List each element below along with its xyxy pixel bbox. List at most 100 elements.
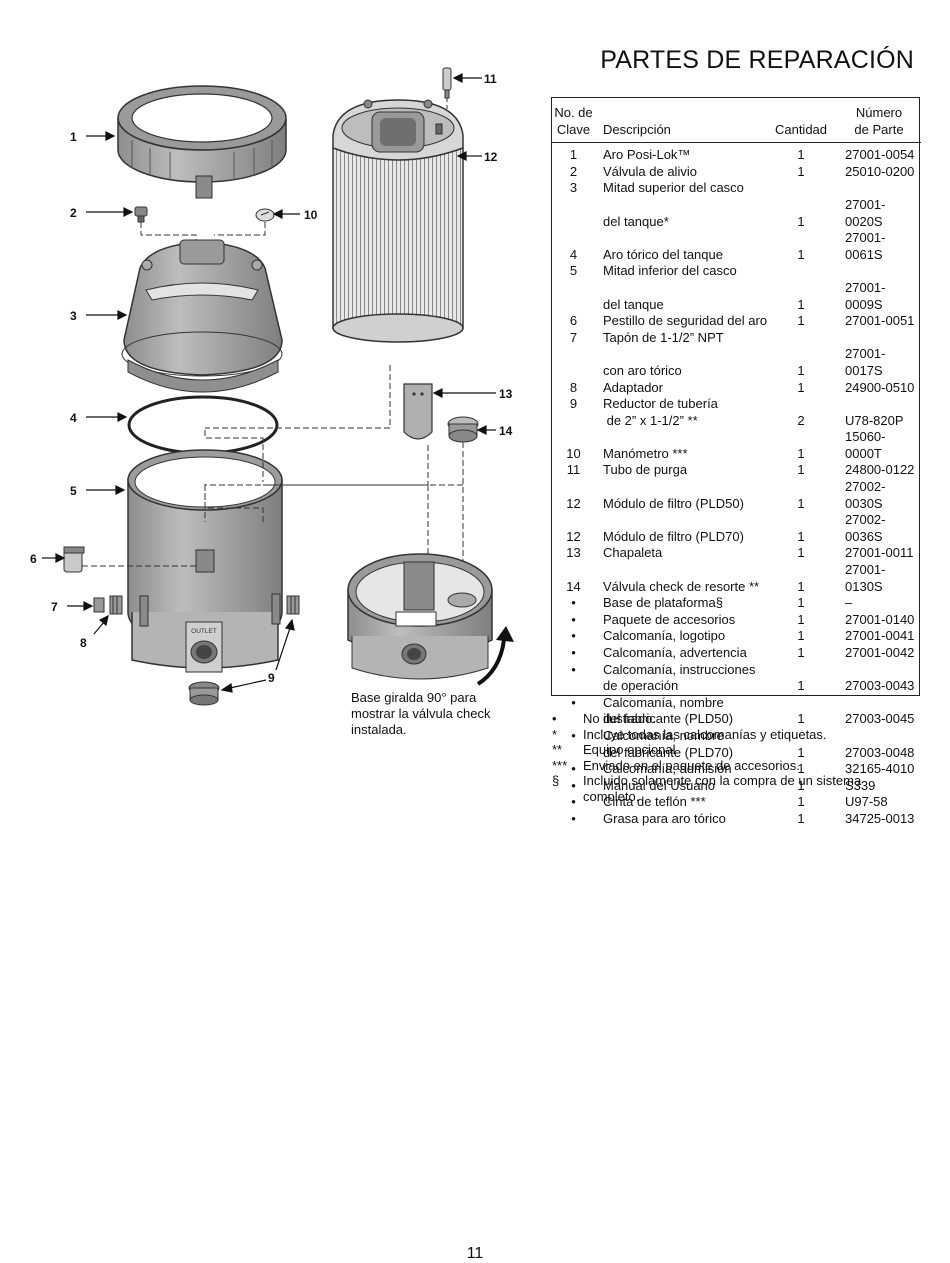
cell-qty: 1 bbox=[797, 528, 805, 544]
lower-tank-half-part: OUTLET bbox=[127, 449, 283, 673]
callout-1: 1 bbox=[70, 130, 77, 144]
cell-qty: 2 bbox=[797, 412, 805, 428]
posi-lok-ring-part bbox=[117, 85, 287, 199]
cell-key: 13 bbox=[566, 545, 581, 561]
cell-key: • bbox=[571, 777, 576, 793]
cell-key: • bbox=[571, 727, 576, 743]
cell-part bbox=[837, 662, 921, 679]
outlet-label: OUTLET bbox=[191, 628, 217, 635]
flapper-part bbox=[403, 383, 433, 440]
cell-desc: del tanque* bbox=[603, 213, 669, 229]
table-row: •Calcomanía, instrucciones bbox=[552, 662, 921, 679]
cell-part: – bbox=[845, 595, 853, 611]
callout-13: 13 bbox=[499, 387, 513, 401]
cell-qty: 1 bbox=[797, 147, 805, 163]
cell-part: 27001-0140 bbox=[845, 611, 915, 627]
cell-qty: 1 bbox=[797, 246, 805, 262]
cell-part bbox=[837, 396, 921, 413]
cell-key bbox=[552, 678, 595, 695]
cell-qty: 1 bbox=[797, 678, 805, 694]
table-row: de operación 1 27003-0043 bbox=[552, 678, 921, 695]
cell-desc: Cinta de teflón *** bbox=[603, 794, 706, 810]
callout-11: 11 bbox=[484, 72, 497, 86]
footnotes: •No ilustrado. *Incluye todas las calcom… bbox=[552, 711, 912, 805]
callout-14: 14 bbox=[499, 424, 513, 438]
cell-desc: Calcomanía, advertencia bbox=[603, 645, 747, 660]
page-number: 11 bbox=[466, 1245, 484, 1262]
callout-6: 6 bbox=[30, 552, 37, 566]
cell-part bbox=[837, 330, 921, 347]
cell-qty: 1 bbox=[797, 761, 805, 777]
cell-desc: Válvula check de resorte ** bbox=[603, 578, 760, 594]
cell-qty: 1 bbox=[797, 495, 805, 511]
callout-5: 5 bbox=[70, 484, 77, 498]
cell-qty: 1 bbox=[797, 545, 805, 561]
spring-check-valve-part bbox=[447, 416, 479, 443]
exploded-parts-diagram: OUTLET bbox=[30, 67, 514, 706]
cell-key: 7 bbox=[569, 329, 578, 345]
cell-qty: 1 bbox=[797, 595, 805, 611]
cell-qty: 1 bbox=[797, 810, 805, 826]
cell-qty bbox=[765, 662, 837, 679]
cell-key: 6 bbox=[569, 313, 578, 329]
cell-key: 14 bbox=[566, 578, 581, 594]
cell-desc: con aro tórico bbox=[603, 362, 682, 378]
cell-desc: Grasa para aro tórico bbox=[603, 810, 726, 826]
cell-part: U97-58 bbox=[845, 794, 888, 810]
cell-part: 27001-0061S bbox=[845, 230, 886, 262]
cell-desc: Mitad superior del casco bbox=[603, 180, 744, 196]
page-title: PARTES DE REPARACIÓN bbox=[600, 46, 914, 74]
table-row: •Base de plataforma§1– bbox=[552, 595, 921, 612]
footnote: **Equipo opcional bbox=[552, 742, 676, 758]
cell-desc: Módulo de filtro (PLD70) bbox=[603, 528, 744, 544]
cell-desc: Módulo de filtro (PLD50) bbox=[603, 495, 744, 511]
cell-part: 27002-0036S bbox=[845, 512, 886, 544]
relief-valve-part bbox=[134, 206, 148, 223]
cell-qty: 1 bbox=[797, 462, 805, 478]
callout-12: 12 bbox=[484, 150, 498, 164]
filter-module-part bbox=[332, 99, 464, 343]
callout-7: 7 bbox=[51, 600, 58, 614]
cell-desc: Paquete de accesorios bbox=[603, 611, 736, 627]
pipe-reducer-part bbox=[188, 595, 300, 706]
cell-qty: 1 bbox=[797, 379, 805, 395]
cell-part: 27003-0045 bbox=[845, 711, 915, 727]
cell-part: 24800-0122 bbox=[845, 462, 915, 478]
cell-part: 27001-0130S bbox=[845, 562, 886, 594]
cell-part: 27003-0043 bbox=[845, 678, 915, 694]
header-quantity: Cantidad bbox=[765, 98, 837, 144]
cell-part: 27001-0020S bbox=[845, 196, 886, 229]
cell-part: S339 bbox=[845, 777, 876, 793]
rotation-arrow bbox=[476, 639, 506, 686]
cell-desc: Tapón de 1-1/2” NPT bbox=[603, 329, 724, 345]
cell-part: U78-820P bbox=[845, 412, 904, 428]
cell-part: 32165-4010 bbox=[845, 761, 915, 777]
cell-key: • bbox=[571, 794, 576, 810]
cell-qty: 1 bbox=[797, 794, 805, 810]
cell-part: 27001-0009S bbox=[845, 279, 886, 312]
callout-10: 10 bbox=[304, 208, 318, 222]
rotated-base-view bbox=[347, 553, 493, 680]
cell-desc: Aro tórico del tanque bbox=[603, 246, 723, 262]
upper-tank-half-part bbox=[121, 239, 283, 393]
cell-qty: 1 bbox=[797, 362, 805, 378]
cell-part bbox=[837, 263, 921, 280]
cell-qty: 1 bbox=[797, 777, 805, 793]
rotated-base-caption: Base giralda 90° para mostrar la válvula… bbox=[351, 690, 491, 737]
cell-qty bbox=[765, 263, 837, 280]
cell-desc: Manómetro *** bbox=[603, 445, 688, 461]
cell-desc: de operación bbox=[603, 678, 679, 694]
cell-key: 4 bbox=[569, 246, 578, 262]
